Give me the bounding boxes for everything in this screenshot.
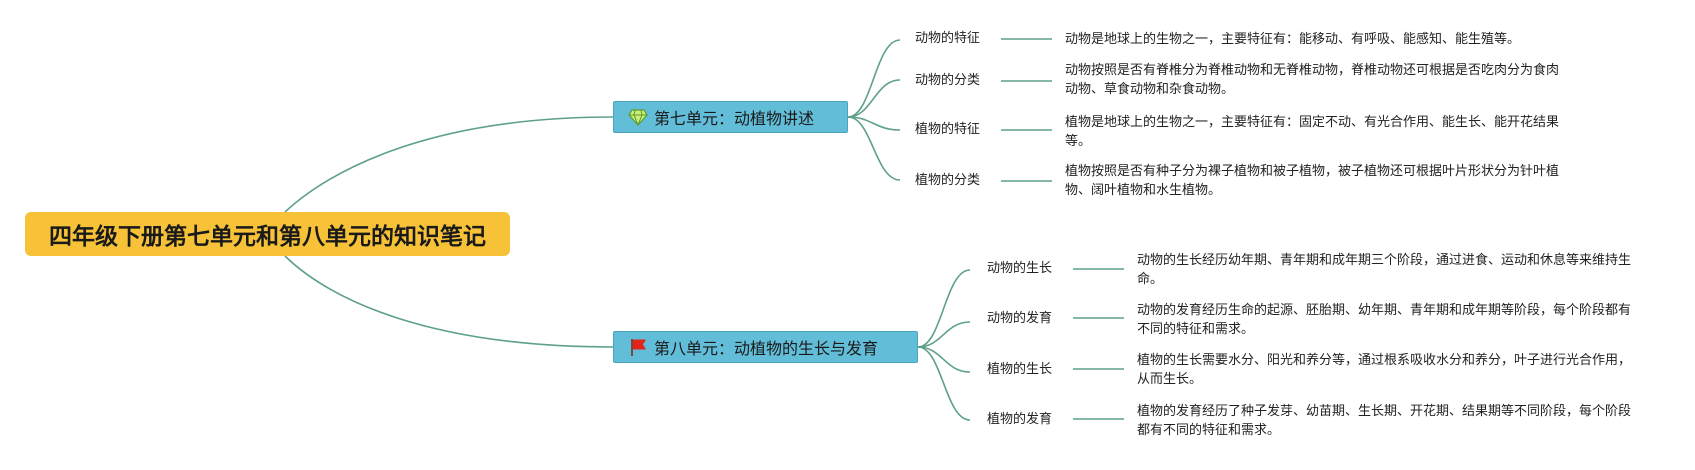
- root-title: 四年级下册第七单元和第八单元的知识笔记: [49, 224, 486, 250]
- connector-unit7-topic2: [847, 79, 901, 118]
- topic-label[interactable]: 植物的特征: [915, 122, 981, 137]
- topic-label[interactable]: 植物的分类: [915, 173, 981, 188]
- description-text: 植物的发育经历了种子发芽、幼苗期、生长期、开花期、结果期等不同阶段，每个阶段都有…: [1137, 404, 1632, 438]
- connector-unit7-topic1: [847, 39, 901, 118]
- branch-unit7-title: 第七单元：动植物讲述: [654, 109, 815, 128]
- description-text: 植物按照是否有种子分为裸子植物和被子植物，被子植物还可根据叶片形状分为针叶植物、…: [1065, 164, 1560, 198]
- root-node[interactable]: 四年级下册第七单元和第八单元的知识笔记: [25, 212, 510, 256]
- description-text: 植物是地球上的生物之一，主要特征有：固定不动、有光合作用、能生长、能开花结果等。: [1065, 115, 1560, 149]
- branch-unit8[interactable]: 第八单元：动植物的生长与发育: [613, 331, 918, 363]
- connector-unit8-topic2: [917, 321, 971, 348]
- red-flag-icon: [628, 337, 648, 357]
- description-text: 动物的发育经历生命的起源、胚胎期、幼年期、青年期和成年期等阶段，每个阶段都有不同…: [1137, 303, 1632, 337]
- diamond-icon: [628, 107, 648, 127]
- branch-unit7[interactable]: 第七单元：动植物讲述: [613, 101, 848, 133]
- description-text: 动物是地球上的生物之一，主要特征有：能移动、有呼吸、能感知、能生殖等。: [1065, 32, 1521, 47]
- topic-label[interactable]: 动物的特征: [915, 31, 981, 46]
- topic-label[interactable]: 动物的生长: [987, 261, 1053, 276]
- connector-unit8-topic3: [917, 346, 971, 373]
- topic-label[interactable]: 植物的发育: [987, 412, 1053, 427]
- connector-root-to-unit7: [284, 116, 614, 213]
- topic-label[interactable]: 动物的发育: [987, 311, 1053, 326]
- description-text: 动物按照是否有脊椎分为脊椎动物和无脊椎动物，脊椎动物还可根据是否吃肉分为食肉动物…: [1065, 63, 1560, 97]
- connector-unit8-topic1: [917, 269, 971, 348]
- branch-unit8-title: 第八单元：动植物的生长与发育: [654, 339, 879, 358]
- connector-unit7-topic4: [847, 116, 901, 181]
- description-text: 植物的生长需要水分、阳光和养分等，通过根系吸收水分和养分，叶子进行光合作用，从而…: [1137, 353, 1632, 387]
- topic-label[interactable]: 植物的生长: [987, 362, 1053, 377]
- description-text: 动物的生长经历幼年期、青年期和成年期三个阶段，通过进食、运动和休息等来维持生命。: [1137, 253, 1632, 287]
- connector-root-to-unit8: [284, 255, 614, 348]
- topic-label[interactable]: 动物的分类: [915, 73, 981, 88]
- connector-unit8-topic4: [917, 346, 971, 421]
